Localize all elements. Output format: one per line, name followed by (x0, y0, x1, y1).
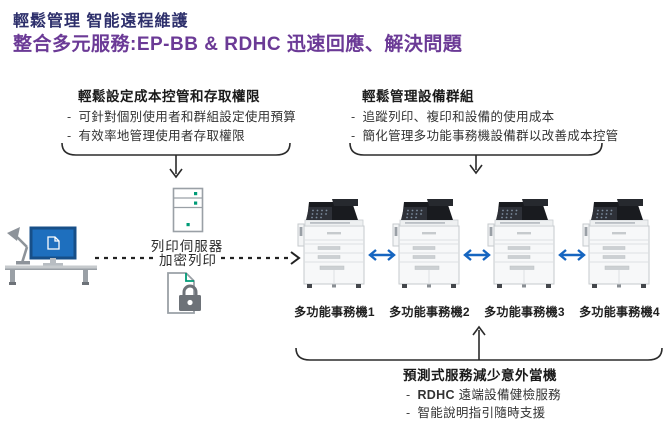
callout-left-title: 輕鬆設定成本控管和存取權限 (78, 89, 260, 104)
bullet-text: 智能說明指引隨時支援 (417, 406, 546, 420)
locked-document-icon (167, 272, 201, 314)
printer-label-4: 多功能事務機4 (579, 305, 660, 319)
right-brace-down-arrow-icon (349, 142, 603, 175)
lamp-icon (7, 227, 30, 265)
bullet-marker: - (406, 388, 411, 402)
double-arrow-icon (366, 248, 398, 262)
bullet-marker: - (67, 110, 72, 124)
printer-icon (581, 196, 657, 292)
printer-icon (486, 196, 562, 292)
callout-bottom-bullet-1: -RDHC 遠端設備健檢服務 (406, 384, 561, 403)
double-arrow-icon (556, 248, 588, 262)
lock-icon (179, 284, 201, 311)
printer-icon (296, 196, 372, 292)
bullet-text: 遠端設備健檢服務 (458, 388, 561, 402)
desk-icon (5, 265, 97, 285)
callout-left-bullet-2: -有效率地管理使用者存取權限 (67, 125, 245, 144)
bottom-brace-up-arrow-icon (295, 325, 663, 361)
page-title-line2: 整合多元服務:EP-BB & RDHC 迅速回應、解決問題 (13, 34, 463, 55)
callout-bottom-title: 預測式服務減少意外當機 (403, 368, 557, 383)
bullet-marker: - (406, 406, 411, 420)
double-arrow-icon (461, 248, 493, 262)
monitor-icon (29, 226, 77, 266)
encrypted-print-label: 加密列印 (159, 253, 217, 268)
printer-label-3: 多功能事務機3 (484, 305, 565, 319)
bullet-marker: - (351, 129, 356, 143)
callout-right-bullet-2: -簡化管理多功能事務機設備群以改善成本控管 (351, 125, 618, 144)
print-server-icon (172, 187, 204, 233)
left-brace-down-arrow-icon (61, 142, 291, 179)
dashed-arrow-icon (95, 251, 301, 265)
callout-right-bullet-1: -追蹤列印、複印和設備的使用成本 (351, 106, 554, 125)
callout-left-bullet-1: -可針對個別使用者和群組設定使用預算 (67, 106, 296, 125)
printer-label-2: 多功能事務機2 (389, 305, 470, 319)
bullet-marker: - (67, 129, 72, 143)
rdhc-strong-text: RDHC (417, 388, 455, 402)
bullet-text: 可針對個別使用者和群組設定使用預算 (78, 110, 297, 124)
bullet-marker: - (351, 110, 356, 124)
printer-icon (391, 196, 467, 292)
print-server-label: 列印伺服器 (150, 239, 224, 254)
page-title-line1: 輕鬆管理 智能遠程維護 (13, 13, 189, 30)
bullet-text: 有效率地管理使用者存取權限 (78, 129, 245, 143)
printer-label-1: 多功能事務機1 (294, 305, 375, 319)
callout-right-title: 輕鬆管理設備群組 (362, 89, 474, 104)
callout-bottom-bullet-2: -智能說明指引隨時支援 (406, 402, 545, 421)
bullet-text: 簡化管理多功能事務機設備群以改善成本控管 (362, 129, 619, 143)
desk-computer-icon (5, 226, 97, 285)
bullet-text: 追蹤列印、複印和設備的使用成本 (362, 110, 555, 124)
